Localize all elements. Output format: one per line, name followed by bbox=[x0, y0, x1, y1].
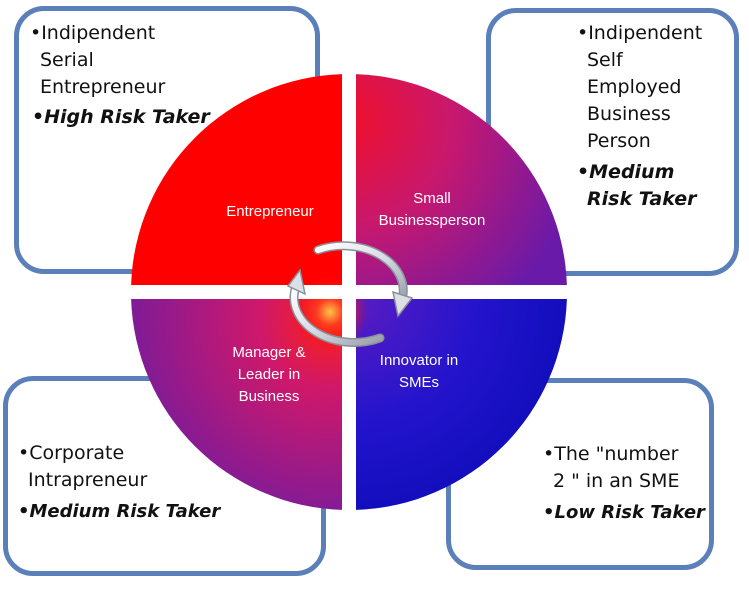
top-left-line-1: •Indipendent bbox=[30, 22, 156, 44]
quadrant-manager-leader bbox=[131, 299, 342, 510]
quadrant-entrepreneur bbox=[131, 74, 342, 285]
label-entrepreneur: Entrepreneur bbox=[226, 203, 314, 220]
top-right-risk-1: •Medium bbox=[577, 161, 675, 183]
label-businessperson: Businessperson bbox=[379, 212, 486, 229]
quadrant-innovator bbox=[356, 299, 567, 510]
label-business: Business bbox=[239, 388, 300, 405]
bottom-left-line-2: Intrapreneur bbox=[28, 469, 148, 491]
bottom-right-line-1: •The "number bbox=[543, 443, 679, 465]
top-right-text: •Indipendent Self Employed Business Pers… bbox=[577, 20, 702, 213]
cycle-arrows bbox=[286, 241, 414, 347]
bottom-right-text: •The "number 2 " in an SME •Low Risk Tak… bbox=[543, 441, 705, 526]
label-small: Small bbox=[413, 190, 451, 207]
bottom-right-risk: •Low Risk Taker bbox=[543, 502, 705, 523]
label-smes: SMEs bbox=[399, 374, 439, 391]
bottom-left-risk: •Medium Risk Taker bbox=[18, 501, 221, 522]
bottom-left-line-1: •Corporate bbox=[18, 442, 125, 464]
top-right-line-1: •Indipendent bbox=[577, 22, 703, 44]
bottom-left-text: •Corporate Intrapreneur •Medium Risk Tak… bbox=[18, 440, 220, 525]
top-left-text: •Indipendent Serial Entrepreneur •High R… bbox=[30, 20, 210, 131]
top-left-risk: •High Risk Taker bbox=[32, 106, 210, 128]
top-right-line-3: Employed bbox=[587, 76, 682, 98]
top-right-line-4: Business bbox=[587, 103, 671, 125]
quadrant-small-businessperson bbox=[356, 74, 567, 285]
bottom-right-line-2: 2 " in an SME bbox=[553, 470, 680, 492]
top-left-line-2: Serial bbox=[40, 49, 94, 71]
top-right-line-5: Person bbox=[587, 130, 651, 152]
top-left-line-3: Entrepreneur bbox=[40, 76, 166, 98]
label-leader-in: Leader in bbox=[238, 366, 301, 383]
top-right-line-2: Self bbox=[587, 49, 623, 71]
label-innovator-in: Innovator in bbox=[380, 352, 458, 369]
label-manager: Manager & bbox=[232, 344, 305, 361]
top-right-risk-2: Risk Taker bbox=[587, 188, 697, 210]
